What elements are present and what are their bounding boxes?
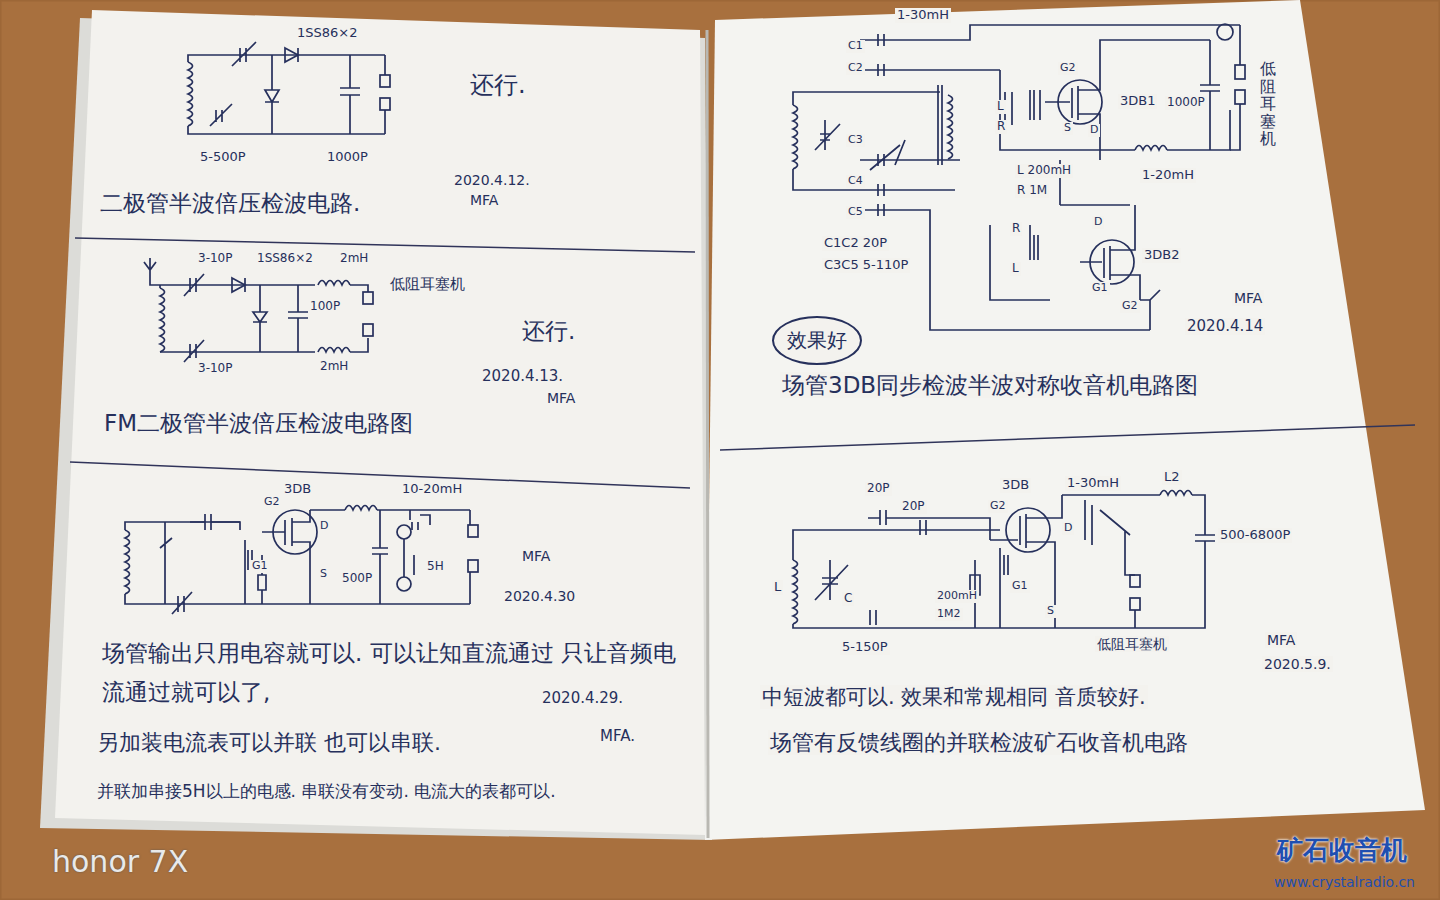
handwritten-label: D xyxy=(1062,522,1074,535)
handwritten-label: 场管3DB同步检波半波对称收音机电路图 xyxy=(780,372,1200,398)
circuit-ink xyxy=(125,24,1245,628)
handwritten-label: S xyxy=(1062,122,1073,135)
watermark: 矿石收音机 xyxy=(1275,836,1409,866)
handwritten-label: R xyxy=(1010,222,1022,236)
handwritten-label: 20P xyxy=(865,482,892,496)
note-text: 效果好 xyxy=(787,327,847,354)
left-page xyxy=(55,10,705,835)
handwritten-label: 5-150P xyxy=(840,640,890,655)
handwritten-label: 1-30mH xyxy=(1065,476,1121,491)
handwritten-label: G2 xyxy=(1058,62,1078,75)
handwritten-label: G2 xyxy=(262,496,282,509)
handwritten-label: C3C5 5-110P xyxy=(822,258,910,273)
handwritten-label: L xyxy=(772,580,783,595)
handwritten-label: 低阻耳塞机 xyxy=(1095,636,1169,652)
handwritten-label: 二极管半波倍压检波电路. xyxy=(98,190,362,216)
handwritten-label: C5 xyxy=(846,206,865,219)
handwritten-label: 另加装电流表可以并联 也可以串联. xyxy=(95,730,443,755)
handwritten-label: 500P xyxy=(340,572,374,586)
handwritten-label: G1 xyxy=(1010,580,1030,593)
handwritten-label: L 200mH xyxy=(1015,164,1073,178)
handwritten-label: 2020.4.29. xyxy=(540,690,625,707)
handwritten-label: 3DB1 xyxy=(1118,94,1157,109)
handwritten-label: S xyxy=(1045,605,1056,618)
handwritten-label: C3 xyxy=(846,134,865,147)
handwritten-label: 500-6800P xyxy=(1218,528,1292,543)
handwritten-label: 低阻耳塞机 xyxy=(1260,60,1276,148)
handwritten-label: C xyxy=(842,592,854,606)
handwritten-label: G2 xyxy=(1120,300,1140,313)
right-page xyxy=(705,0,1425,840)
handwritten-label: 还行. xyxy=(468,72,528,100)
handwritten-label: R 1M xyxy=(1015,184,1049,198)
handwritten-label: MFA xyxy=(545,390,577,406)
handwritten-label: 2020.4.13. xyxy=(480,368,565,385)
handwritten-label: L2 xyxy=(1162,470,1182,485)
handwritten-label: 3DB xyxy=(1000,478,1031,493)
handwritten-label: MFA. xyxy=(598,728,637,745)
handwritten-label: 并联加串接5H以上的电感. 串联没有变动. 电流大的表都可以. xyxy=(95,782,558,802)
handwritten-label: 1000P xyxy=(1165,96,1207,110)
handwritten-label: 2020.4.14 xyxy=(1185,318,1265,335)
handwritten-label: L xyxy=(995,100,1006,114)
handwritten-label: 中短波都可以. 效果和常规相同 音质较好. xyxy=(760,685,1148,709)
divider-lines xyxy=(70,238,1415,488)
handwritten-label: R xyxy=(995,120,1007,134)
handwritten-label: 场管有反馈线圈的并联检波矿石收音机电路 xyxy=(768,730,1190,755)
handwritten-label: MFA xyxy=(1232,290,1264,306)
handwritten-label: 1-30mH xyxy=(895,8,951,23)
handwritten-label: G1 xyxy=(250,560,270,573)
handwritten-label: 5H xyxy=(425,560,446,574)
handwritten-label: 1SS86×2 xyxy=(295,26,359,41)
handwritten-label: 2mH xyxy=(318,360,350,374)
watermark: honor 7X xyxy=(50,845,190,880)
handwritten-label: MFA xyxy=(520,548,552,564)
handwritten-label: 2020.4.12. xyxy=(452,172,532,188)
circled-note: 效果好 xyxy=(772,316,862,365)
handwritten-label: 3-10P xyxy=(196,252,234,266)
handwritten-label: 200mH xyxy=(935,590,979,603)
handwritten-label: C4 xyxy=(846,175,865,188)
watermark: www.crystalradio.cn xyxy=(1272,874,1417,890)
handwritten-label: D xyxy=(318,520,330,533)
handwritten-label: 2mH xyxy=(338,252,370,266)
handwritten-label: G2 xyxy=(988,500,1008,513)
handwritten-label: D xyxy=(1088,124,1100,137)
handwritten-label: 2020.5.9. xyxy=(1262,656,1333,672)
handwritten-label: 1M2 xyxy=(935,608,963,621)
handwritten-label: 5-500P xyxy=(198,150,248,165)
handwritten-label: 2020.4.30 xyxy=(502,588,577,604)
handwritten-label: C1 xyxy=(846,40,865,53)
handwritten-label: S xyxy=(318,568,329,581)
handwritten-label: 10-20mH xyxy=(400,482,464,497)
handwritten-label: 低阻耳塞机 xyxy=(388,276,467,293)
handwritten-label: L xyxy=(1010,262,1021,276)
handwritten-label: 1-20mH xyxy=(1140,168,1196,183)
handwritten-label: MFA xyxy=(1265,632,1297,648)
handwritten-label: 3DB2 xyxy=(1142,248,1181,263)
handwritten-label: C1C2 20P xyxy=(822,236,889,251)
handwritten-label: MFA xyxy=(468,192,500,208)
handwritten-label: 1000P xyxy=(325,150,370,165)
handwritten-label: C2 xyxy=(846,62,865,75)
handwritten-label: 1SS86×2 xyxy=(255,252,315,266)
handwritten-label: 还行. xyxy=(520,318,577,344)
page-fold xyxy=(707,30,708,838)
handwritten-label: 100P xyxy=(308,300,342,314)
handwritten-label: FM二极管半波倍压检波电路图 xyxy=(102,410,415,436)
handwritten-label: 3DB xyxy=(282,482,313,497)
handwritten-label: G1 xyxy=(1090,282,1110,295)
handwritten-label: 20P xyxy=(900,500,927,514)
handwritten-label: 3-10P xyxy=(196,362,234,376)
handwritten-label: D xyxy=(1092,216,1104,229)
